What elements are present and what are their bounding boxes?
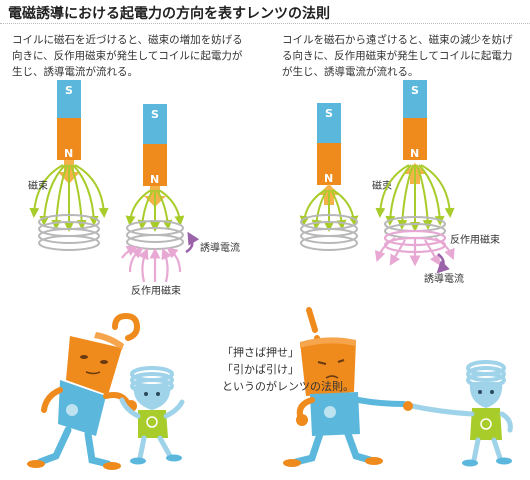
quote-line-push: 「押さば押せ」 xyxy=(222,346,299,359)
magnet-s-label: S xyxy=(325,107,333,120)
magnet-n-label: N xyxy=(410,147,419,160)
coil-character-pulled xyxy=(403,360,513,467)
title-divider xyxy=(0,23,530,24)
magnetic-flux-lines xyxy=(29,164,109,232)
coil-right-1 xyxy=(300,214,358,251)
induced-current-arrow-icon xyxy=(185,231,200,254)
induced-current-arrow-icon xyxy=(436,253,450,274)
magnet-right-1: S N xyxy=(317,103,341,185)
induced-current-label: 誘導電流 xyxy=(200,241,240,254)
magnet-s-label: S xyxy=(65,84,73,97)
left-description-line: 生じ、誘導電流が流れる。 xyxy=(12,66,138,78)
magnet-s-label: S xyxy=(411,84,419,97)
exclamation-mark-icon xyxy=(306,307,318,333)
reaction-flux-label: 反作用磁束 xyxy=(131,284,181,297)
coil-character-pushed xyxy=(119,366,185,465)
magnet-s-label: S xyxy=(151,108,159,121)
magnet-left-1: S N xyxy=(57,80,81,160)
quote-line-pull: 「引かば引け」 xyxy=(222,363,299,376)
magnetic-flux-lines xyxy=(375,164,455,232)
right-description: コイルを磁石から遠ざけると、磁束の減少を妨げ る向きに、反作用磁束が発生してコイ… xyxy=(282,32,513,80)
magnet-character-pulling xyxy=(283,307,407,467)
magnet-n-label: N xyxy=(324,172,333,185)
coil-left-1 xyxy=(38,214,100,251)
question-mark-icon xyxy=(112,312,141,341)
magnet-right-2: S N xyxy=(403,80,427,160)
reaction-flux-label: 反作用磁束 xyxy=(450,233,500,246)
right-description-line: コイルを磁石から遠ざけると、磁束の減少を妨げ xyxy=(282,34,513,46)
lenz-law-quote: 「押さば押せ」 「引かば引け」 というのがレンツの法則。 xyxy=(222,344,354,395)
reaction-flux-lines xyxy=(121,246,182,283)
page-title: 電磁誘導における起電力の方向を表すレンツの法則 xyxy=(8,6,330,22)
left-description: コイルに磁石を近づけると、磁束の増加を妨げる 向きに、反作用磁束が発生してコイル… xyxy=(12,32,243,80)
magnet-character-pushing xyxy=(27,312,141,470)
magnetic-flux-label: 磁束 xyxy=(28,179,48,192)
right-description-line: る向きに、反作用磁束が発生してコイルに起電力 xyxy=(282,50,513,62)
magnetic-flux-label: 磁束 xyxy=(372,179,392,192)
magnet-n-label: N xyxy=(64,147,73,160)
magnet-left-2: S N xyxy=(143,104,167,186)
left-description-line: 向きに、反作用磁束が発生してコイルに起電力が xyxy=(12,50,243,62)
induced-current-label: 誘導電流 xyxy=(424,272,464,285)
quote-line-conclusion: というのがレンツの法則。 xyxy=(222,380,354,393)
magnet-n-label: N xyxy=(150,173,159,186)
left-description-line: コイルに磁石を近づけると、磁束の増加を妨げる xyxy=(12,34,243,46)
right-description-line: が生じ、誘導電流が流れる。 xyxy=(282,66,419,78)
